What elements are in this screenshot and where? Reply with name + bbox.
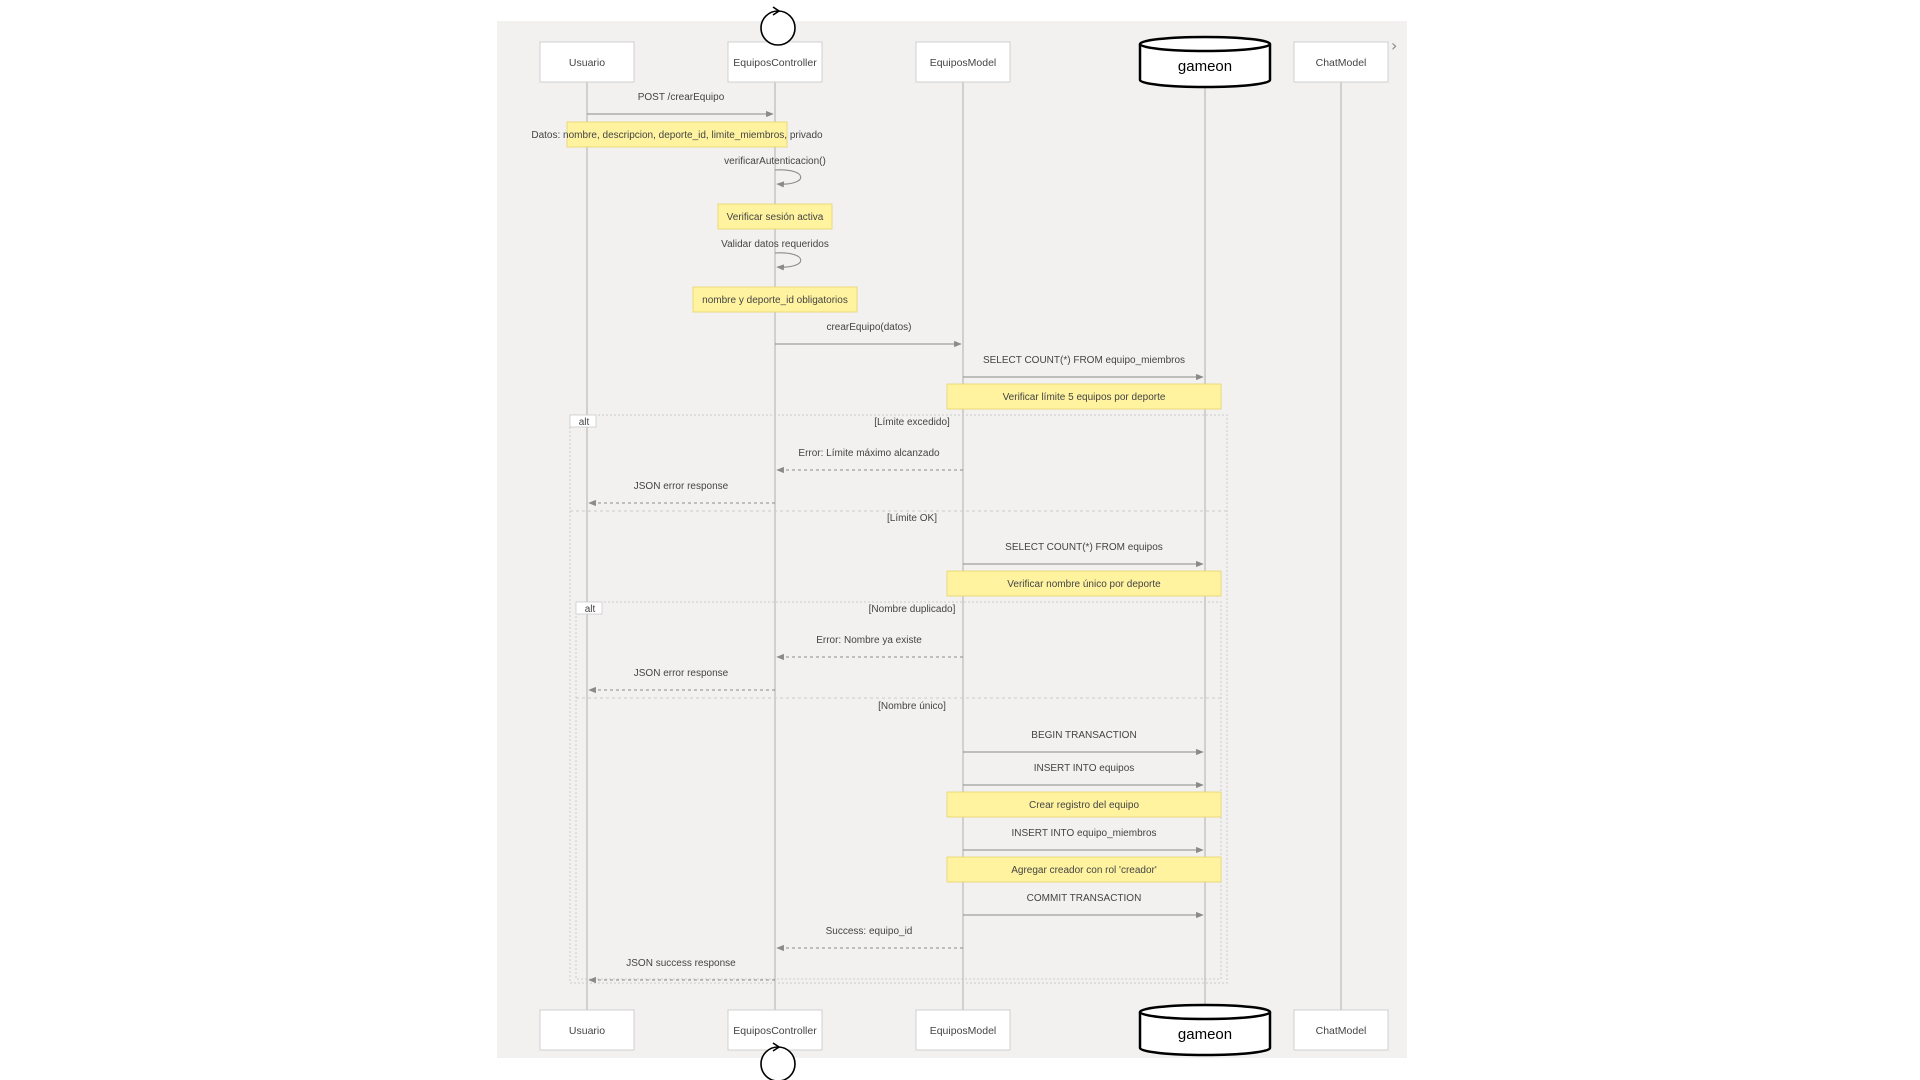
- control-icon: [760, 10, 796, 46]
- alt-keyword: alt: [585, 604, 596, 615]
- message-label: INSERT INTO equipo_miembros: [1011, 828, 1156, 839]
- self-message-arrow: [774, 169, 802, 188]
- database-top: [1138, 35, 1272, 53]
- message-label: Error: Límite máximo alcanzado: [798, 448, 940, 459]
- alt-keyword: alt: [579, 417, 590, 428]
- alt-guard: [Nombre único]: [878, 701, 946, 712]
- note: [946, 791, 1222, 818]
- participant-box-bottom-controller: [727, 1009, 823, 1051]
- database-body: [1138, 44, 1272, 89]
- participant-label-top-chat: ChatModel: [1316, 57, 1367, 69]
- participant-label-bottom-model: EquiposModel: [930, 1025, 997, 1037]
- participant-box-bottom-model: [915, 1009, 1011, 1051]
- self-message-label: Validar datos requeridos: [721, 239, 829, 250]
- database-bottom-db: [1138, 1003, 1272, 1057]
- message-label: SELECT COUNT(*) FROM equipos: [1005, 542, 1163, 553]
- database-top: [1138, 1003, 1272, 1021]
- note-text: Verificar límite 5 equipos por deporte: [1003, 392, 1166, 403]
- message-label: Error: Nombre ya existe: [816, 635, 922, 646]
- alt-fragment: [569, 414, 1228, 984]
- participant-label-bottom-usuario: Usuario: [569, 1025, 605, 1037]
- note-text: Crear registro del equipo: [1029, 800, 1139, 811]
- self-message-arrow: [774, 252, 802, 271]
- note-text: Agregar creador con rol 'creador': [1011, 865, 1157, 876]
- self-message-label: verificarAutenticacion(): [724, 156, 826, 167]
- note-text: Verificar sesión activa: [727, 212, 824, 223]
- message-label: INSERT INTO equipos: [1034, 763, 1135, 774]
- alt-guard: [Límite OK]: [887, 513, 937, 524]
- participant-label-top-model: EquiposModel: [930, 57, 997, 69]
- database-body: [1138, 1012, 1272, 1057]
- control-arrow-icon: [772, 1042, 781, 1052]
- alt-guard: [Nombre duplicado]: [869, 604, 956, 615]
- message-label: COMMIT TRANSACTION: [1027, 893, 1142, 904]
- participant-label-top-usuario: Usuario: [569, 57, 605, 69]
- message-label: SELECT COUNT(*) FROM equipo_miembros: [983, 355, 1185, 366]
- note: [946, 856, 1222, 883]
- message-label: POST /crearEquipo: [638, 92, 725, 103]
- message-label: crearEquipo(datos): [826, 322, 911, 333]
- chevron-right-icon[interactable]: ›: [1391, 36, 1398, 55]
- participant-box-bottom-chat: [1293, 1009, 1389, 1051]
- note-text: Datos: nombre, descripcion, deporte_id, …: [531, 130, 823, 141]
- participant-box-bottom-usuario: [539, 1009, 635, 1051]
- note: [946, 383, 1222, 410]
- alt-keyword-box: [575, 601, 603, 615]
- diagram-canvas: [497, 21, 1407, 1058]
- message-label: JSON success response: [626, 958, 736, 969]
- database-top-db: [1138, 35, 1272, 89]
- message-label: BEGIN TRANSACTION: [1031, 730, 1136, 741]
- control-arrow-icon: [772, 6, 781, 16]
- note: [566, 121, 788, 148]
- note-text: Verificar nombre único por deporte: [1007, 579, 1161, 590]
- note: [717, 203, 833, 230]
- message-label: Success: equipo_id: [826, 926, 913, 937]
- participant-label-bottom-db: gameon: [1178, 1026, 1232, 1043]
- control-icon: [760, 1046, 796, 1080]
- participant-box-top-usuario: [539, 41, 635, 83]
- participant-label-bottom-controller: EquiposController: [733, 1025, 817, 1037]
- participant-label-bottom-chat: ChatModel: [1316, 1025, 1367, 1037]
- alt-guard: [Límite excedido]: [874, 417, 950, 428]
- alt-fragment: [575, 601, 1222, 980]
- alt-keyword-box: [569, 414, 597, 428]
- participant-box-top-model: [915, 41, 1011, 83]
- participant-label-top-controller: EquiposController: [733, 57, 817, 69]
- message-label: JSON error response: [634, 481, 729, 492]
- message-label: JSON error response: [634, 668, 729, 679]
- note-text: nombre y deporte_id obligatorios: [702, 295, 848, 306]
- participant-box-top-chat: [1293, 41, 1389, 83]
- note: [692, 286, 858, 313]
- participant-label-top-db: gameon: [1178, 58, 1232, 75]
- note: [946, 570, 1222, 597]
